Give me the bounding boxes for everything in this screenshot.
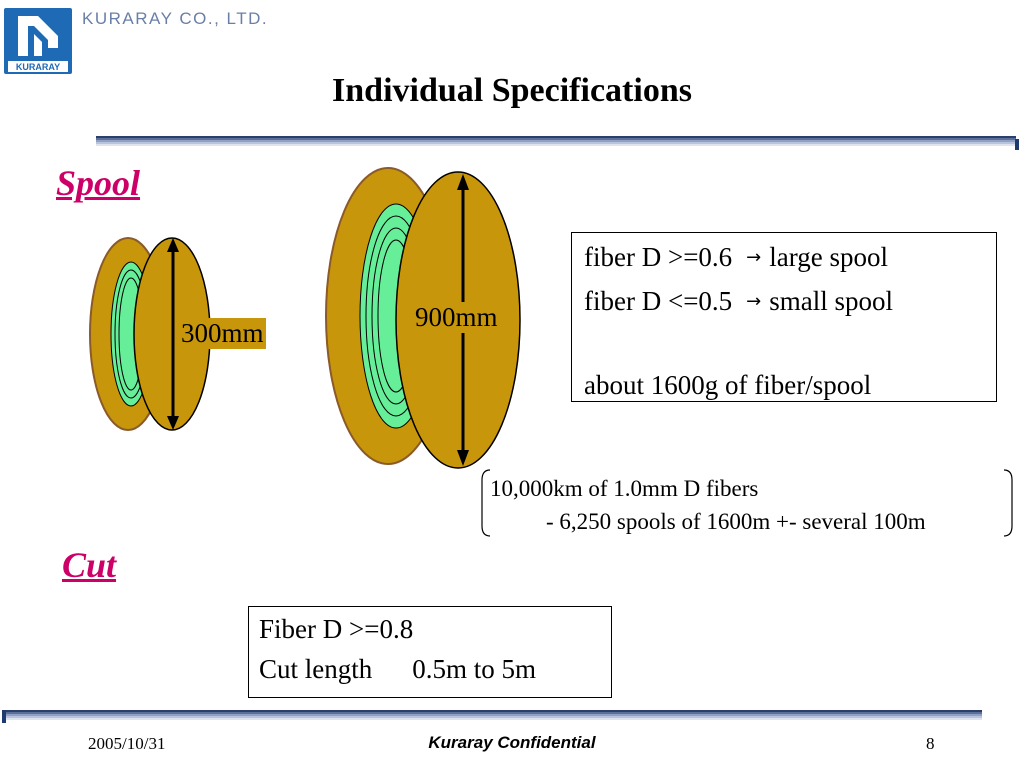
fiber-quantity-note: 10,000km of 1.0mm D fibers - 6,250 spool… (490, 472, 926, 538)
rule-result: small spool (769, 286, 894, 316)
small-spool (89, 237, 211, 431)
arrow-right-icon: → (746, 247, 762, 268)
spool-heading: Spool (56, 163, 141, 203)
rule-condition: fiber D <=0.5 (584, 286, 733, 316)
note-brackets (481, 469, 1013, 537)
large-spool (325, 167, 521, 469)
kuraray-logo: KURARAY (4, 8, 72, 74)
page-number: 8 (926, 734, 935, 753)
weight-note: about 1600g of fiber/spool (584, 370, 872, 400)
rule-result: large spool (769, 242, 888, 272)
logo-text: KURARAY (16, 62, 60, 72)
spool-illustration (89, 167, 521, 469)
cut-length-value: 0.5m to 5m (412, 654, 537, 684)
slide-title: Individual Specifications (332, 72, 692, 109)
bottom-divider (2, 710, 982, 723)
footer-date: 2005/10/31 (88, 734, 166, 753)
cut-specs-box: Fiber D >=0.8 Cut length 0.5m to 5m (248, 606, 612, 698)
top-divider (96, 136, 1019, 150)
rule-large: fiber D >=0.6 → large spool (584, 237, 996, 281)
rule-small: fiber D <=0.5 → small spool (584, 281, 996, 325)
arrow-right-icon: → (746, 291, 762, 312)
large-spool-dimension: 900mm (413, 302, 500, 333)
note-line-1: 10,000km of 1.0mm D fibers (490, 476, 759, 501)
cut-heading: Cut (62, 545, 117, 585)
cut-length-row: Cut length 0.5m to 5m (259, 649, 611, 689)
note-line-2: - 6,250 spools of 1600m +- several 100m (546, 509, 926, 534)
cut-diameter: Fiber D >=0.8 (259, 614, 414, 644)
company-name: KURARAY CO., LTD. (82, 9, 269, 28)
spool-rules-box: fiber D >=0.6 → large spool fiber D <=0.5 →… (571, 232, 997, 402)
rule-condition: fiber D >=0.6 (584, 242, 733, 272)
cut-length-label: Cut length (259, 654, 373, 684)
footer-confidential: Kuraray Confidential (428, 733, 596, 752)
small-spool-dimension: 300mm (179, 318, 266, 349)
